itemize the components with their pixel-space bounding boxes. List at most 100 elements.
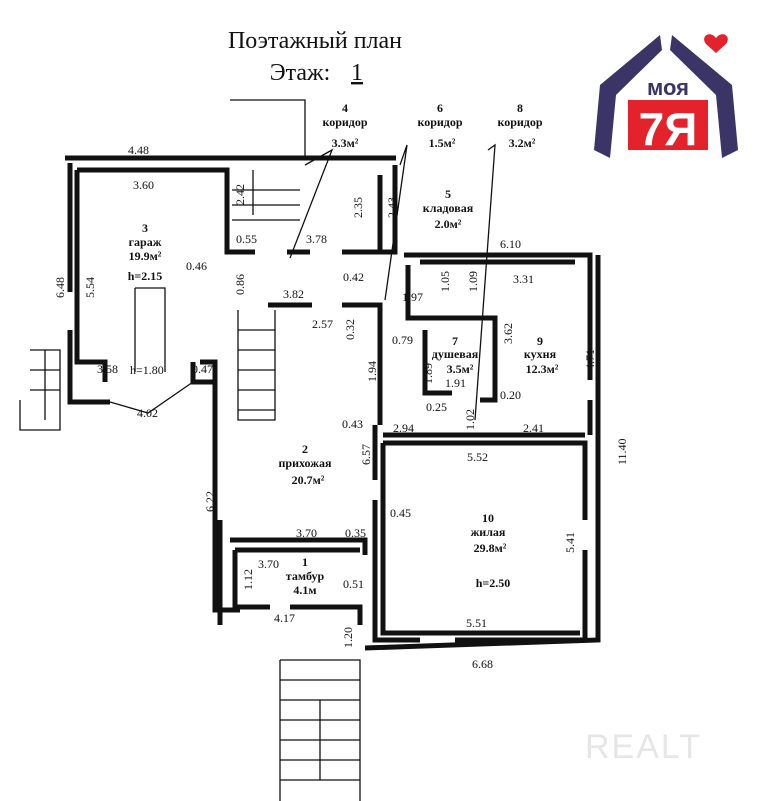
dimension-label: 1.94	[365, 361, 379, 382]
svg-text:12.3м²: 12.3м²	[526, 362, 559, 376]
dimension-label: 3.62	[501, 323, 515, 344]
dimension-label: 3.70	[258, 557, 279, 571]
dimension-label: 3.31	[513, 272, 534, 286]
svg-text:гараж: гараж	[129, 235, 162, 249]
dimension-label: 6.10	[500, 237, 521, 251]
plan-detail-line	[134, 287, 166, 372]
svg-text:моя: моя	[647, 75, 689, 100]
svg-text:3.3м²: 3.3м²	[332, 136, 359, 150]
room-6-label: 6 коридор 1.5м²	[417, 101, 462, 150]
dimension-label: 3.78	[306, 232, 327, 246]
dimension-label: 1.20	[341, 627, 355, 648]
room-10-label: 10 жилая 29.8м² h=2.50	[471, 511, 511, 590]
watermark: REALT	[585, 728, 702, 766]
plan-detail-line	[237, 310, 276, 421]
dimension-label: 0.43	[342, 417, 363, 431]
logo-roof-right	[670, 35, 738, 158]
svg-text:29.8м²: 29.8м²	[474, 541, 507, 555]
wall-segment	[74, 167, 255, 382]
dimension-label: 3.60	[133, 178, 154, 192]
svg-text:5: 5	[445, 187, 451, 201]
wall-segment	[405, 259, 575, 403]
dimension-label: 4.48	[128, 143, 149, 157]
svg-text:20.7м²: 20.7м²	[292, 473, 325, 487]
dimension-label: 0.86	[233, 274, 247, 295]
dimension-label: 0.51	[343, 577, 364, 591]
svg-text:7Я: 7Я	[639, 103, 698, 155]
dimension-label: 0.47	[192, 362, 213, 376]
wall-segment	[230, 537, 368, 555]
svg-text:прихожая: прихожая	[279, 456, 332, 470]
wall-segment	[65, 155, 233, 405]
wall-segment	[372, 330, 585, 480]
dimension-label: 1.12	[241, 569, 255, 590]
room-1-label: 1 тамбур 4.1м	[286, 555, 325, 597]
dimension-label: 11.40	[615, 438, 629, 465]
svg-text:6: 6	[437, 101, 443, 115]
svg-text:4: 4	[342, 101, 348, 115]
dimension-label: 4.17	[274, 611, 295, 625]
dimension-label: 1.02	[463, 409, 477, 430]
room-3-label: 3 гараж 19.9м² h=2.15	[128, 221, 163, 283]
dimension-label: h=1.80	[130, 363, 164, 377]
svg-text:10: 10	[482, 511, 494, 525]
logo-roof-left	[594, 35, 662, 158]
svg-text:3: 3	[142, 221, 148, 235]
dimension-label: 2.43	[385, 197, 399, 218]
room-5-label: 5 кладовая 2.0м²	[423, 187, 474, 231]
dimension-label: 4.71	[583, 349, 597, 370]
plan-detail-line	[109, 143, 496, 421]
wall-segment	[217, 520, 363, 625]
svg-text:тамбур: тамбур	[286, 569, 325, 583]
svg-text:3.2м²: 3.2м²	[509, 136, 536, 150]
moya-7ya-logo: моя 7Я	[594, 34, 738, 158]
dimension-label: 0.35	[345, 526, 366, 540]
svg-text:1.5м²: 1.5м²	[429, 136, 456, 150]
svg-text:коридор: коридор	[322, 115, 367, 129]
dimension-label: 1.91	[445, 376, 466, 390]
dimension-label: 0.42	[343, 270, 364, 284]
svg-text:2: 2	[302, 442, 308, 456]
dimension-label: 1.05	[438, 271, 452, 292]
wall-segment	[235, 255, 601, 651]
svg-text:9: 9	[537, 334, 543, 348]
floor-number: 1	[351, 60, 363, 86]
svg-text:7: 7	[452, 334, 458, 348]
dimension-label: 2.94	[393, 421, 414, 435]
svg-text:2.0м²: 2.0м²	[435, 217, 462, 231]
svg-text:коридор: коридор	[497, 115, 542, 129]
svg-text:жилая: жилая	[471, 525, 506, 539]
room-4-label: 4 коридор 3.3м²	[322, 101, 367, 150]
plan-detail-line	[19, 349, 61, 431]
room-7-label: 7 душевая 3.5м²	[432, 334, 479, 376]
dimension-label: 2.57	[312, 317, 333, 331]
dimension-label: 2.35	[351, 197, 365, 218]
dimension-label: 1.97	[402, 290, 423, 304]
dimension-label: 3.82	[283, 287, 304, 301]
svg-text:19.9м²: 19.9м²	[129, 249, 162, 263]
svg-text:8: 8	[517, 101, 523, 115]
dimension-label: 0.32	[343, 319, 357, 340]
dimension-label: 0.25	[426, 400, 447, 414]
dimension-label: 1.09	[466, 271, 480, 292]
svg-text:4.1м: 4.1м	[293, 583, 316, 597]
wall-segment	[268, 252, 593, 435]
dimension-label: 5.41	[563, 532, 577, 553]
svg-text:кухня: кухня	[524, 347, 557, 361]
dimension-label: 0.46	[186, 259, 207, 273]
wall-segment	[287, 165, 398, 255]
svg-text:кладовая: кладовая	[423, 201, 474, 215]
dimension-label: 5.54	[83, 277, 97, 298]
dimension-label: 2.42	[233, 184, 247, 205]
dimension-label: 0.79	[392, 333, 413, 347]
room-9-label: 9 кухня 12.3м²	[524, 334, 559, 376]
dimension-label: 0.20	[500, 388, 521, 402]
svg-text:3.5м²: 3.5м²	[447, 362, 474, 376]
dimension-label: 6.68	[472, 657, 493, 671]
floor-label: Этаж:	[270, 60, 331, 86]
heart-icon	[704, 34, 728, 53]
dimension-label: 5.51	[466, 616, 487, 630]
dimension-label: 1.89	[421, 363, 435, 384]
